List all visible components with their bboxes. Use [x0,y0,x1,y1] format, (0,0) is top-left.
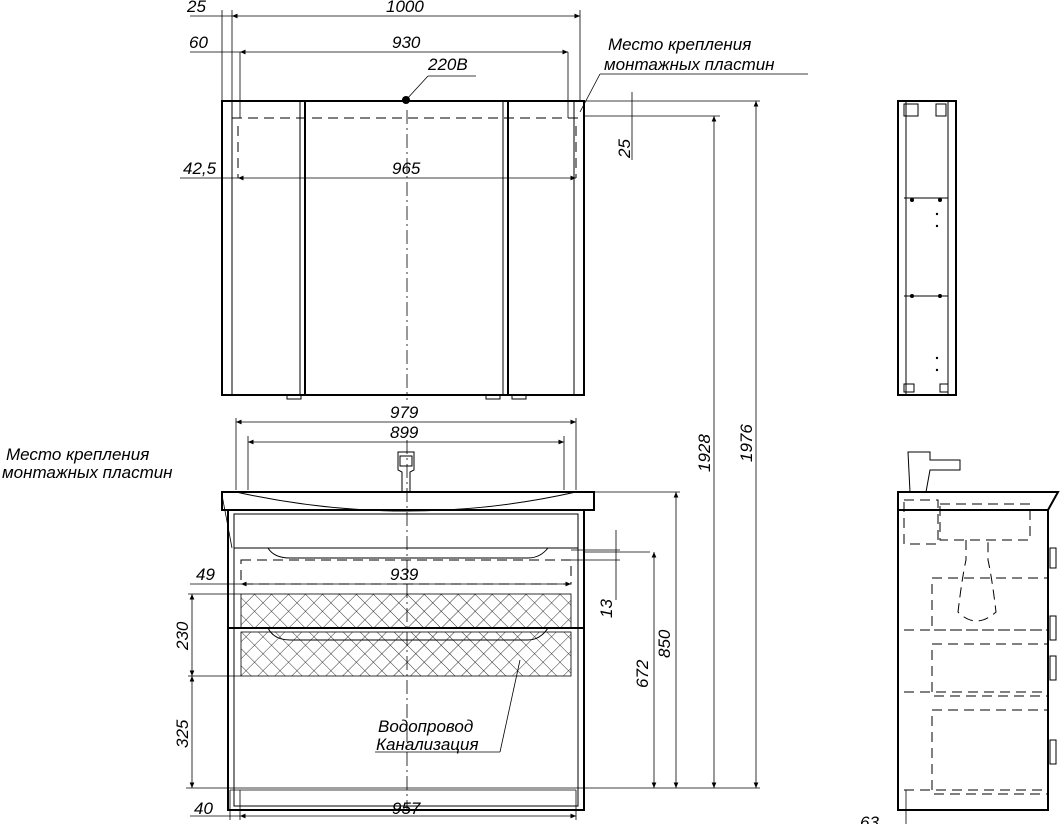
dim-939: 939 [390,565,419,584]
vanity-dimensions [186,101,760,820]
dim-325: 325 [173,719,192,748]
dim-49: 49 [196,565,215,584]
top-dimensions [180,10,808,181]
mount-plates-top-line2: монтажных пластин [604,55,775,74]
power-label: 220В [427,55,468,74]
water-supply-label: Водопровод [378,717,473,736]
dim-672: 672 [633,659,652,688]
dim-13: 13 [597,599,616,618]
vanity-side [897,451,1060,824]
mount-plates-left-line2: монтажных пластин [2,463,173,482]
dim-899: 899 [390,423,419,442]
dim-1000: 1000 [386,0,424,16]
dim-957: 957 [392,799,421,818]
dim-1976: 1976 [737,424,756,462]
mirror-cabinet-side [897,100,957,396]
mount-plates-top-line1: Место крепления [608,35,751,54]
sewage-label: Канализация [376,735,479,754]
mount-plates-left-line1: Место крепления [6,445,149,464]
mirror-cabinet-front [221,75,585,400]
dim-1928: 1928 [695,434,714,472]
vanity-front [221,418,680,811]
dim-230: 230 [173,621,192,651]
dim-850: 850 [655,629,674,658]
dim-25-top: 25 [186,0,206,16]
dim-930: 930 [392,33,421,52]
dim-25-right: 25 [615,139,634,159]
dim-965: 965 [392,159,421,178]
dim-63: 63 [860,813,879,824]
dim-979: 979 [390,403,419,422]
dim-60: 60 [189,33,208,52]
dim-40: 40 [194,799,213,818]
dim-42-5: 42,5 [183,159,217,178]
